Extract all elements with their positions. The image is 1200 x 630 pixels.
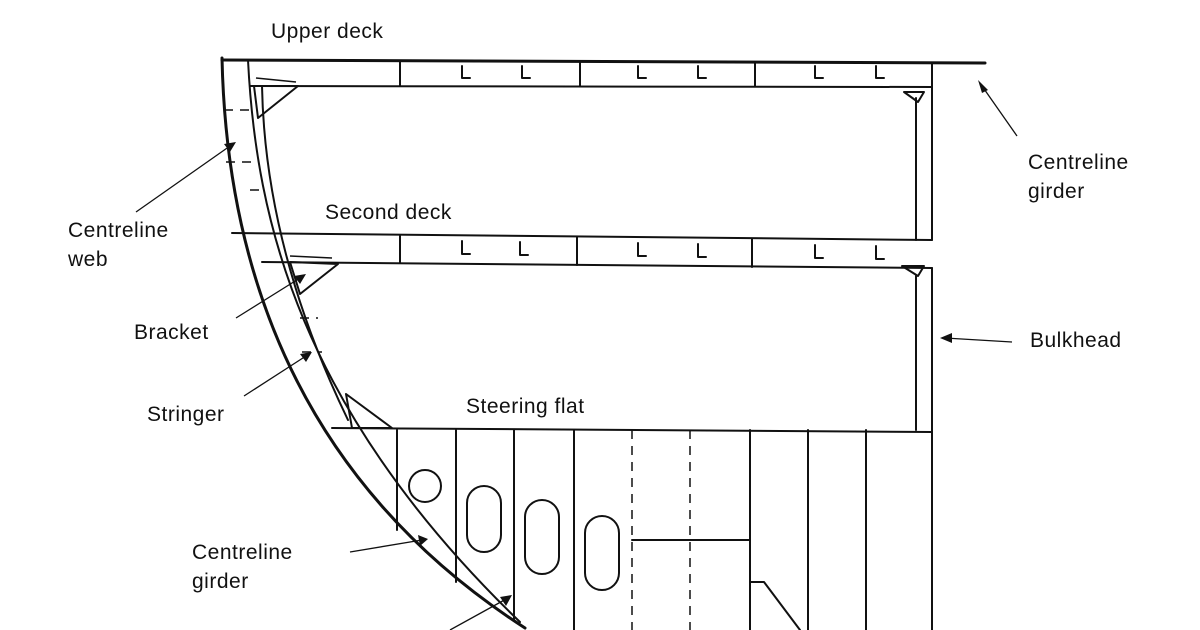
- bulkhead: [901, 86, 933, 630]
- upper-deck: [220, 58, 987, 111]
- centreline-girder-label-bottom: Centreline girder: [192, 538, 293, 596]
- centreline-web-label: Centreline web: [68, 216, 169, 274]
- centreline-girder-label-top-line2: girder: [1028, 180, 1085, 203]
- lower-frames: [396, 429, 867, 630]
- centreline-web-frame: [224, 85, 349, 421]
- centreline-girder-label-top-line1: Centreline: [1028, 151, 1129, 174]
- upper-deck-stiffeners: [461, 65, 885, 79]
- bracket-label: Bracket: [134, 321, 209, 344]
- centreline-web-label-line1: Centreline: [68, 219, 169, 242]
- lightening-holes: [408, 469, 620, 591]
- leader-arrows: [135, 80, 1018, 630]
- bulkhead-label: Bulkhead: [1030, 329, 1122, 352]
- steering-flat-label: Steering flat: [466, 395, 585, 418]
- centreline-girder-label-top: Centreline girder: [1028, 148, 1129, 206]
- stringer-label: Stringer: [147, 403, 225, 426]
- second-deck: [231, 232, 933, 269]
- centreline-girder-label-bottom-line1: Centreline: [192, 541, 293, 564]
- hull-shell: [220, 56, 527, 630]
- centreline-web-label-line2: web: [68, 248, 109, 271]
- centreline-girder-label-bottom-line2: girder: [192, 570, 249, 593]
- upper-deck-label: Upper deck: [271, 20, 384, 43]
- second-deck-label: Second deck: [325, 201, 452, 224]
- second-deck-stiffeners: [461, 240, 885, 260]
